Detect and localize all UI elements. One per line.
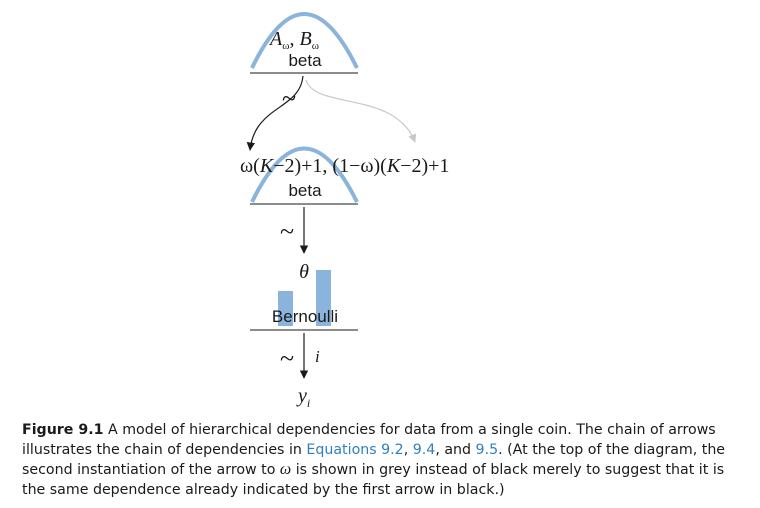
- y-letter: y: [296, 385, 307, 407]
- mid-rest: −2)+1, (1−ω)(: [273, 155, 387, 177]
- y-label: yi: [296, 385, 310, 410]
- equation-link-9-4[interactable]: 9.4: [412, 442, 436, 458]
- black-arrow-to-omega: [246, 75, 304, 151]
- bottom-tilde: ~: [280, 344, 294, 373]
- param-b-subscript: ω: [312, 40, 319, 52]
- mid-params: ω(K−2)+1, (1−ω)(K−2)+1: [240, 155, 449, 177]
- hierarchical-model-diagram: Aω,Bω beta ~ ω(K−2)+1, (1−ω)(K−2)+1 beta…: [240, 12, 449, 410]
- mid-end: −2)+1: [400, 155, 449, 177]
- theta-label: θ: [299, 261, 309, 283]
- equation-link-9-5[interactable]: 9.5: [475, 442, 499, 458]
- param-a: A: [268, 28, 283, 50]
- caption-text-2: . (At the top of the diagram, the second…: [22, 442, 726, 478]
- caption-sep-2: , and: [435, 442, 476, 458]
- y-subscript: i: [307, 396, 310, 410]
- bernoulli-bar-right: [316, 270, 331, 326]
- mid-tilde: ~: [280, 217, 294, 246]
- param-a-subscript: ω: [282, 40, 289, 52]
- bottom-dist-label: Bernoulli: [272, 307, 338, 326]
- caption-omega: ω: [279, 461, 292, 478]
- caption-sep-1: ,: [403, 442, 413, 458]
- top-tilde: ~: [282, 84, 296, 113]
- param-separator: ,: [289, 28, 294, 50]
- figure-label: Figure 9.1: [22, 422, 104, 438]
- top-dist-label: beta: [288, 51, 322, 70]
- top-params: Aω,Bω: [268, 28, 319, 52]
- figure-caption: Figure 9.1 A model of hierarchical depen…: [22, 420, 747, 500]
- mid-k: K: [259, 155, 275, 177]
- mid-beta-curve: [250, 146, 359, 203]
- bernoulli-bar-left: [278, 291, 293, 326]
- top-beta-curve: [250, 12, 359, 69]
- equation-link-9-2[interactable]: Equations 9.2: [306, 442, 404, 458]
- caption-text-3: is shown in grey instead of black merely…: [22, 462, 725, 498]
- mid-k2: K: [386, 155, 402, 177]
- grey-arrow-to-second-param: [305, 79, 417, 143]
- param-b: B: [299, 28, 311, 50]
- mid-omega: ω: [240, 155, 253, 177]
- index-label: i: [315, 347, 320, 366]
- mid-open: (: [253, 155, 260, 177]
- caption-text-1: A model of hierarchical dependencies for…: [22, 422, 716, 458]
- mid-dist-label: beta: [288, 181, 322, 200]
